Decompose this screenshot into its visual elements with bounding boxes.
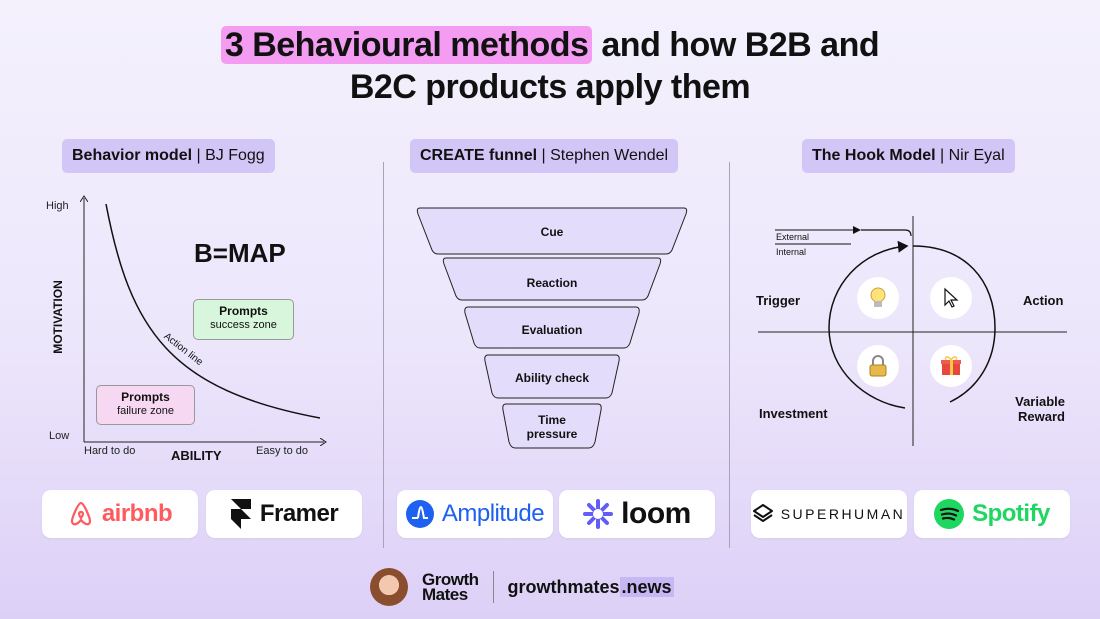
pill-rest: | BJ Fogg xyxy=(192,147,265,164)
trigger-label: Trigger xyxy=(756,293,801,308)
airbnb-logo-card: airbnb xyxy=(42,490,198,538)
create-funnel xyxy=(416,207,688,449)
prompts-sub: success zone xyxy=(210,319,277,331)
cursor-icon xyxy=(930,277,972,319)
investment-label: Investment xyxy=(759,406,828,421)
prompts-title: Prompts xyxy=(121,390,170,404)
high-label: High xyxy=(46,200,69,212)
fogg-chart xyxy=(40,190,340,450)
superhuman-logo-card: SUPERHUMAN xyxy=(751,490,907,538)
funnel-stage-cue xyxy=(416,207,688,255)
title-rest: and how B2B and xyxy=(592,26,880,64)
site-main: growthmates xyxy=(507,576,620,597)
funnel-stage-ability-check xyxy=(484,354,620,399)
variable-reward-line1: Variable xyxy=(1015,394,1065,409)
footer: Growth Mates growthmates.news xyxy=(370,566,674,608)
gift-icon xyxy=(930,345,972,387)
funnel-label-reaction: Reaction xyxy=(526,276,578,290)
amplitude-icon xyxy=(405,500,434,528)
variable-reward-label: Variable Reward xyxy=(1005,394,1065,424)
external-connector xyxy=(861,229,912,237)
amplitude-logo-card: Amplitude xyxy=(397,490,553,538)
framer-logo-card: Framer xyxy=(206,490,362,538)
create-funnel-pill: CREATE funnel | Stephen Wendel xyxy=(410,139,679,173)
prompts-title: Prompts xyxy=(219,304,268,318)
low-label: Low xyxy=(49,430,70,442)
variable-reward-line2: Reward xyxy=(1018,409,1065,424)
amplitude-logo-text: Amplitude xyxy=(441,500,545,527)
pill-bold: Behavior model xyxy=(72,147,193,164)
growthmates-logo: Growth Mates xyxy=(422,570,479,604)
site-tld: .news xyxy=(619,576,674,597)
pill-rest: | Nir Eyal xyxy=(935,147,1005,164)
funnel-label-ability-check: Ability check xyxy=(514,371,590,385)
action-line-curve xyxy=(105,203,321,419)
funnel-stage-reaction xyxy=(442,257,662,301)
brand-line1: Growth xyxy=(422,570,479,589)
airbnb-logo-text: airbnb xyxy=(101,500,173,527)
pill-bold: The Hook Model xyxy=(812,147,936,164)
behavior-model-pill: Behavior model | BJ Fogg xyxy=(62,139,275,173)
avatar xyxy=(370,568,408,606)
divider-right xyxy=(729,162,730,548)
superhuman-logo-text: SUPERHUMAN xyxy=(780,506,906,522)
spotify-logo-card: Spotify xyxy=(914,490,1070,538)
hook-diagram xyxy=(758,216,1067,446)
lock-icon xyxy=(857,345,899,387)
spotify-logo-text: Spotify xyxy=(972,500,1050,527)
page-title: 3 Behavioural methods and how B2B and B2… xyxy=(0,24,1100,108)
external-arrowhead xyxy=(853,226,861,234)
spotify-icon xyxy=(934,499,965,529)
framer-icon xyxy=(230,499,251,529)
pill-bold: CREATE funnel xyxy=(420,147,538,164)
funnel-stage-time-pressure xyxy=(502,403,602,449)
loom-logo-card: loom xyxy=(559,490,715,538)
pill-rest: | Stephen Wendel xyxy=(537,147,669,164)
easy-to-do-label: Easy to do xyxy=(256,445,308,457)
lightbulb-icon xyxy=(857,277,899,319)
divider-left xyxy=(383,162,384,548)
action-label: Action xyxy=(1023,293,1064,308)
loom-logo-text: loom xyxy=(621,497,691,530)
external-label: External xyxy=(776,232,810,242)
site-link[interactable]: growthmates.news xyxy=(507,576,674,598)
hook-cycle-arc-right xyxy=(912,245,996,403)
prompts-success-box: Prompts success zone xyxy=(193,299,294,340)
superhuman-icon xyxy=(752,504,773,522)
hook-model-pill: The Hook Model | Nir Eyal xyxy=(802,139,1015,173)
framer-logo-text: Framer xyxy=(259,500,339,527)
footer-divider xyxy=(492,571,494,603)
bmap-formula: B=MAP xyxy=(194,238,286,268)
ability-axis-label: ABILITY xyxy=(171,448,222,463)
prompts-failure-box: Prompts failure zone xyxy=(96,385,195,425)
brand-line2: Mates xyxy=(422,585,468,604)
prompts-sub: failure zone xyxy=(117,405,174,417)
hook-cycle-arc-left xyxy=(828,240,909,409)
funnel-label-cue: Cue xyxy=(540,225,564,239)
hard-to-do-label: Hard to do xyxy=(84,445,136,457)
title-highlight: 3 Behavioural methods xyxy=(220,26,593,64)
loom-icon xyxy=(583,499,614,529)
motivation-axis-label: MOTIVATION xyxy=(51,280,65,354)
funnel-label-evaluation: Evaluation xyxy=(521,323,583,337)
funnel-stage-evaluation xyxy=(464,306,640,349)
internal-label: Internal xyxy=(776,247,807,257)
title-line2: B2C products apply them xyxy=(349,68,751,106)
airbnb-icon xyxy=(70,501,91,526)
funnel-label-time-pressure: Time pressure xyxy=(526,413,578,441)
